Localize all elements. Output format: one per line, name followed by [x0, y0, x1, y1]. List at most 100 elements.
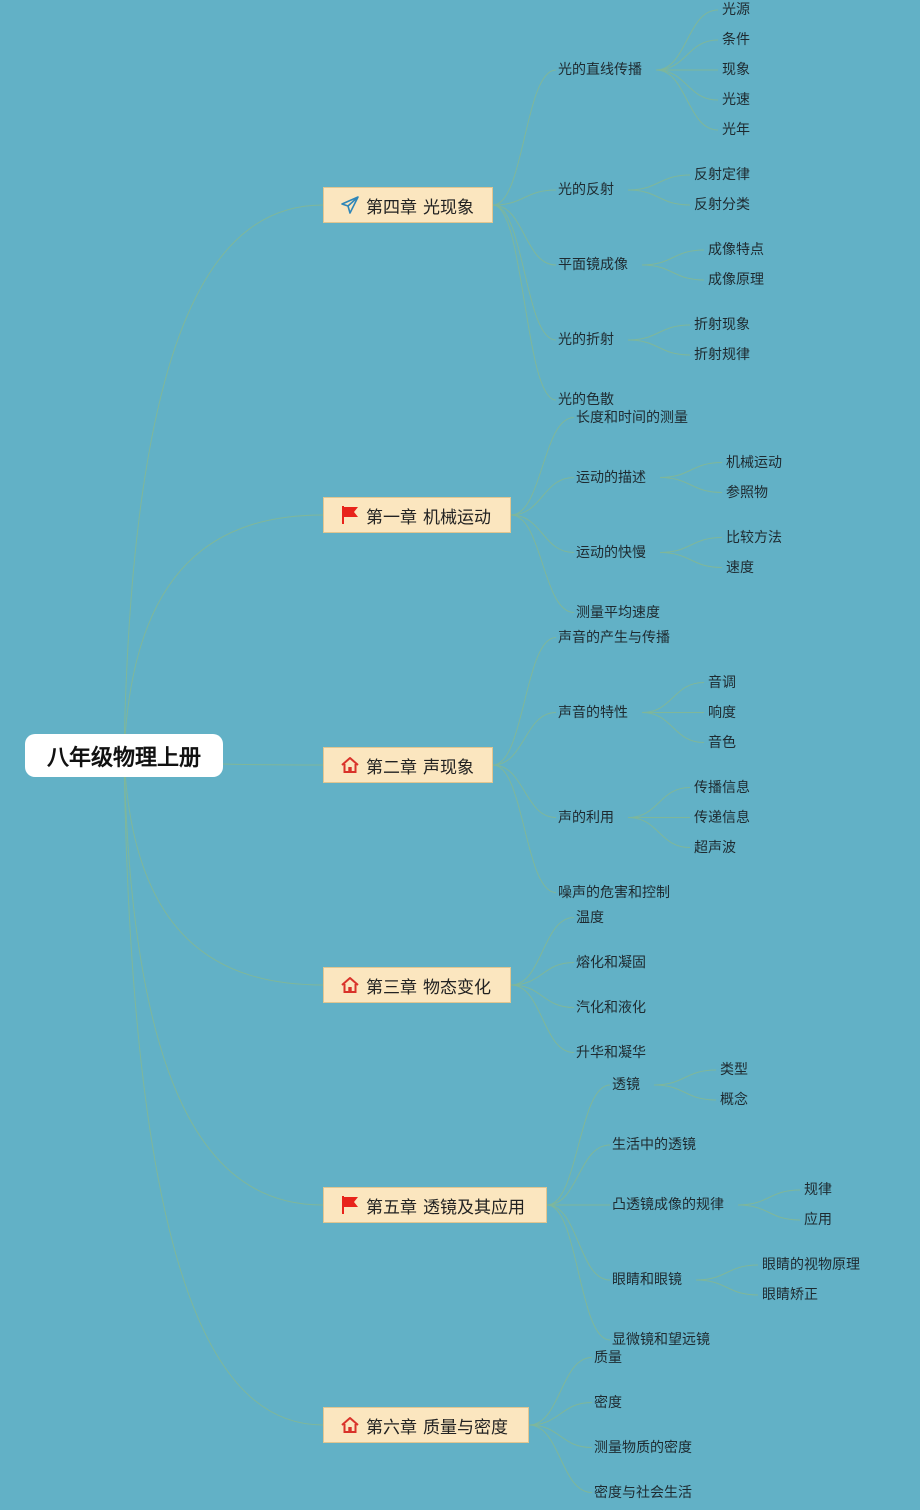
connector-chapter-5-topic-2	[528, 1424, 593, 1448]
topic-node-0-4[interactable]: 光的色散	[558, 392, 614, 408]
connector-chapter-2-topic-3	[492, 764, 557, 893]
red-flag-icon	[340, 1195, 360, 1215]
connector-chapter-0-topic-0	[492, 69, 557, 206]
chapter-name: 光现象	[423, 197, 474, 218]
connector-chapter-2-topic-0	[492, 637, 557, 766]
subtopic-node-0-3-0[interactable]: 折射现象	[694, 317, 750, 333]
chapter-number: 第四章	[366, 197, 417, 218]
connector-topic-0-0-child-1	[655, 39, 719, 71]
connector-topic-0-2-child-1	[641, 264, 705, 281]
topic-node-4-0[interactable]: 透镜	[612, 1077, 640, 1093]
topic-node-0-2[interactable]: 平面镜成像	[558, 257, 628, 273]
connector-topic-0-0-child-0	[655, 9, 719, 71]
topic-node-1-2[interactable]: 运动的快慢	[576, 544, 646, 561]
connector-chapter-1-topic-1	[510, 477, 575, 516]
connector-topic-4-2-child-1	[737, 1204, 801, 1221]
subtopic-node-1-1-0[interactable]: 机械运动	[726, 454, 782, 471]
connector-topic-4-3-child-1	[695, 1279, 759, 1296]
subtopic-node-0-1-0[interactable]: 反射定律	[694, 167, 750, 183]
topic-node-4-3[interactable]: 眼睛和眼镜	[612, 1272, 682, 1288]
subtopic-node-1-2-0[interactable]: 比较方法	[726, 529, 782, 546]
topic-node-5-2[interactable]: 测量物质的密度	[594, 1439, 692, 1456]
subtopic-node-4-3-1[interactable]: 眼睛矫正	[762, 1287, 818, 1303]
connector-root-chapter-0	[123, 204, 324, 756]
topic-node-2-0[interactable]: 声音的产生与传播	[558, 629, 670, 646]
subtopic-node-1-1-1[interactable]: 参照物	[726, 484, 768, 501]
subtopic-node-0-0-3[interactable]: 光速	[722, 92, 750, 108]
chapter-node-0[interactable]: 第四章光现象	[323, 187, 493, 223]
connector-topic-2-2-child-2	[627, 817, 691, 848]
connector-topic-0-3-child-0	[627, 324, 691, 341]
topic-node-1-3[interactable]: 测量平均速度	[576, 604, 660, 621]
topic-node-3-1[interactable]: 熔化和凝固	[576, 954, 646, 971]
subtopic-node-2-1-2[interactable]: 音色	[708, 734, 736, 751]
topic-node-3-3[interactable]: 升华和凝华	[576, 1044, 646, 1061]
chapter-name: 声现象	[423, 757, 474, 778]
connector-chapter-2-topic-2	[492, 764, 557, 818]
subtopic-node-2-1-1[interactable]: 响度	[708, 704, 736, 721]
connector-chapter-1-topic-3	[510, 514, 575, 613]
subtopic-node-0-0-0[interactable]: 光源	[722, 2, 750, 18]
connector-chapter-0-topic-2	[492, 204, 557, 266]
subtopic-node-0-2-0[interactable]: 成像特点	[708, 242, 764, 258]
connector-topic-4-0-child-0	[653, 1069, 717, 1086]
subtopic-node-4-3-0[interactable]: 眼睛的视物原理	[762, 1257, 860, 1273]
root-node[interactable]: 八年级物理上册	[25, 734, 223, 777]
subtopic-node-4-0-1[interactable]: 概念	[720, 1092, 748, 1108]
topic-node-0-0[interactable]: 光的直线传播	[558, 62, 642, 78]
topic-node-3-2[interactable]: 汽化和液化	[576, 999, 646, 1016]
subtopic-node-2-1-0[interactable]: 音调	[708, 674, 736, 691]
topic-node-0-3[interactable]: 光的折射	[558, 332, 614, 348]
topic-node-1-0[interactable]: 长度和时间的测量	[576, 409, 688, 426]
subtopic-node-4-0-0[interactable]: 类型	[720, 1062, 748, 1078]
subtopic-node-2-2-1[interactable]: 传递信息	[694, 809, 750, 826]
topic-node-3-0[interactable]: 温度	[576, 909, 604, 926]
chapter-name: 物态变化	[423, 977, 491, 998]
chapter-node-2[interactable]: 第二章声现象	[323, 747, 493, 783]
connector-chapter-0-topic-4	[492, 204, 557, 401]
topic-node-0-1[interactable]: 光的反射	[558, 182, 614, 198]
paper-plane-icon	[340, 195, 360, 215]
subtopic-node-0-0-2[interactable]: 现象	[722, 62, 750, 78]
topic-node-4-2[interactable]: 凸透镜成像的规律	[612, 1197, 724, 1213]
subtopic-node-0-2-1[interactable]: 成像原理	[708, 272, 764, 288]
connector-topic-1-1-child-1	[659, 477, 723, 493]
subtopic-node-2-2-2[interactable]: 超声波	[694, 839, 736, 856]
topic-node-1-1[interactable]: 运动的描述	[576, 469, 646, 486]
chapter-node-4[interactable]: 第五章透镜及其应用	[323, 1187, 547, 1223]
subtopic-node-4-2-1[interactable]: 应用	[804, 1212, 832, 1228]
connector-topic-0-1-child-0	[627, 174, 691, 191]
topic-node-2-2[interactable]: 声的利用	[558, 809, 614, 826]
chapter-node-3[interactable]: 第三章物态变化	[323, 967, 511, 1003]
connector-topic-4-3-child-0	[695, 1264, 759, 1281]
connector-topic-1-2-child-0	[659, 537, 723, 553]
topic-node-4-4[interactable]: 显微镜和望远镜	[612, 1332, 710, 1348]
connector-chapter-5-topic-1	[528, 1402, 593, 1426]
subtopic-node-2-2-0[interactable]: 传播信息	[694, 779, 750, 796]
chapter-node-1[interactable]: 第一章机械运动	[323, 497, 511, 533]
topic-node-2-3[interactable]: 噪声的危害和控制	[558, 884, 670, 901]
subtopic-node-1-2-1[interactable]: 速度	[726, 559, 754, 576]
chapter-name: 机械运动	[423, 507, 491, 528]
connector-chapter-3-topic-1	[510, 962, 575, 986]
connector-root-chapter-4	[123, 754, 324, 1206]
connector-topic-2-2-child-0	[627, 787, 691, 818]
topic-node-5-3[interactable]: 密度与社会生活	[594, 1484, 692, 1501]
connector-chapter-3-topic-0	[510, 917, 575, 986]
connector-topic-0-3-child-1	[627, 339, 691, 356]
subtopic-node-0-0-1[interactable]: 条件	[722, 32, 750, 48]
topic-node-5-1[interactable]: 密度	[594, 1394, 622, 1411]
connector-topic-4-0-child-1	[653, 1084, 717, 1101]
subtopic-node-4-2-0[interactable]: 规律	[804, 1182, 832, 1198]
subtopic-node-0-3-1[interactable]: 折射规律	[694, 347, 750, 363]
home-icon	[340, 975, 360, 995]
chapter-number: 第六章	[366, 1417, 417, 1438]
topic-node-5-0[interactable]: 质量	[594, 1349, 622, 1366]
topic-node-2-1[interactable]: 声音的特性	[558, 704, 628, 721]
connector-chapter-0-topic-3	[492, 204, 557, 341]
home-icon	[340, 755, 360, 775]
subtopic-node-0-0-4[interactable]: 光年	[722, 122, 750, 138]
topic-node-4-1[interactable]: 生活中的透镜	[612, 1137, 696, 1153]
subtopic-node-0-1-1[interactable]: 反射分类	[694, 197, 750, 213]
chapter-node-5[interactable]: 第六章质量与密度	[323, 1407, 529, 1443]
